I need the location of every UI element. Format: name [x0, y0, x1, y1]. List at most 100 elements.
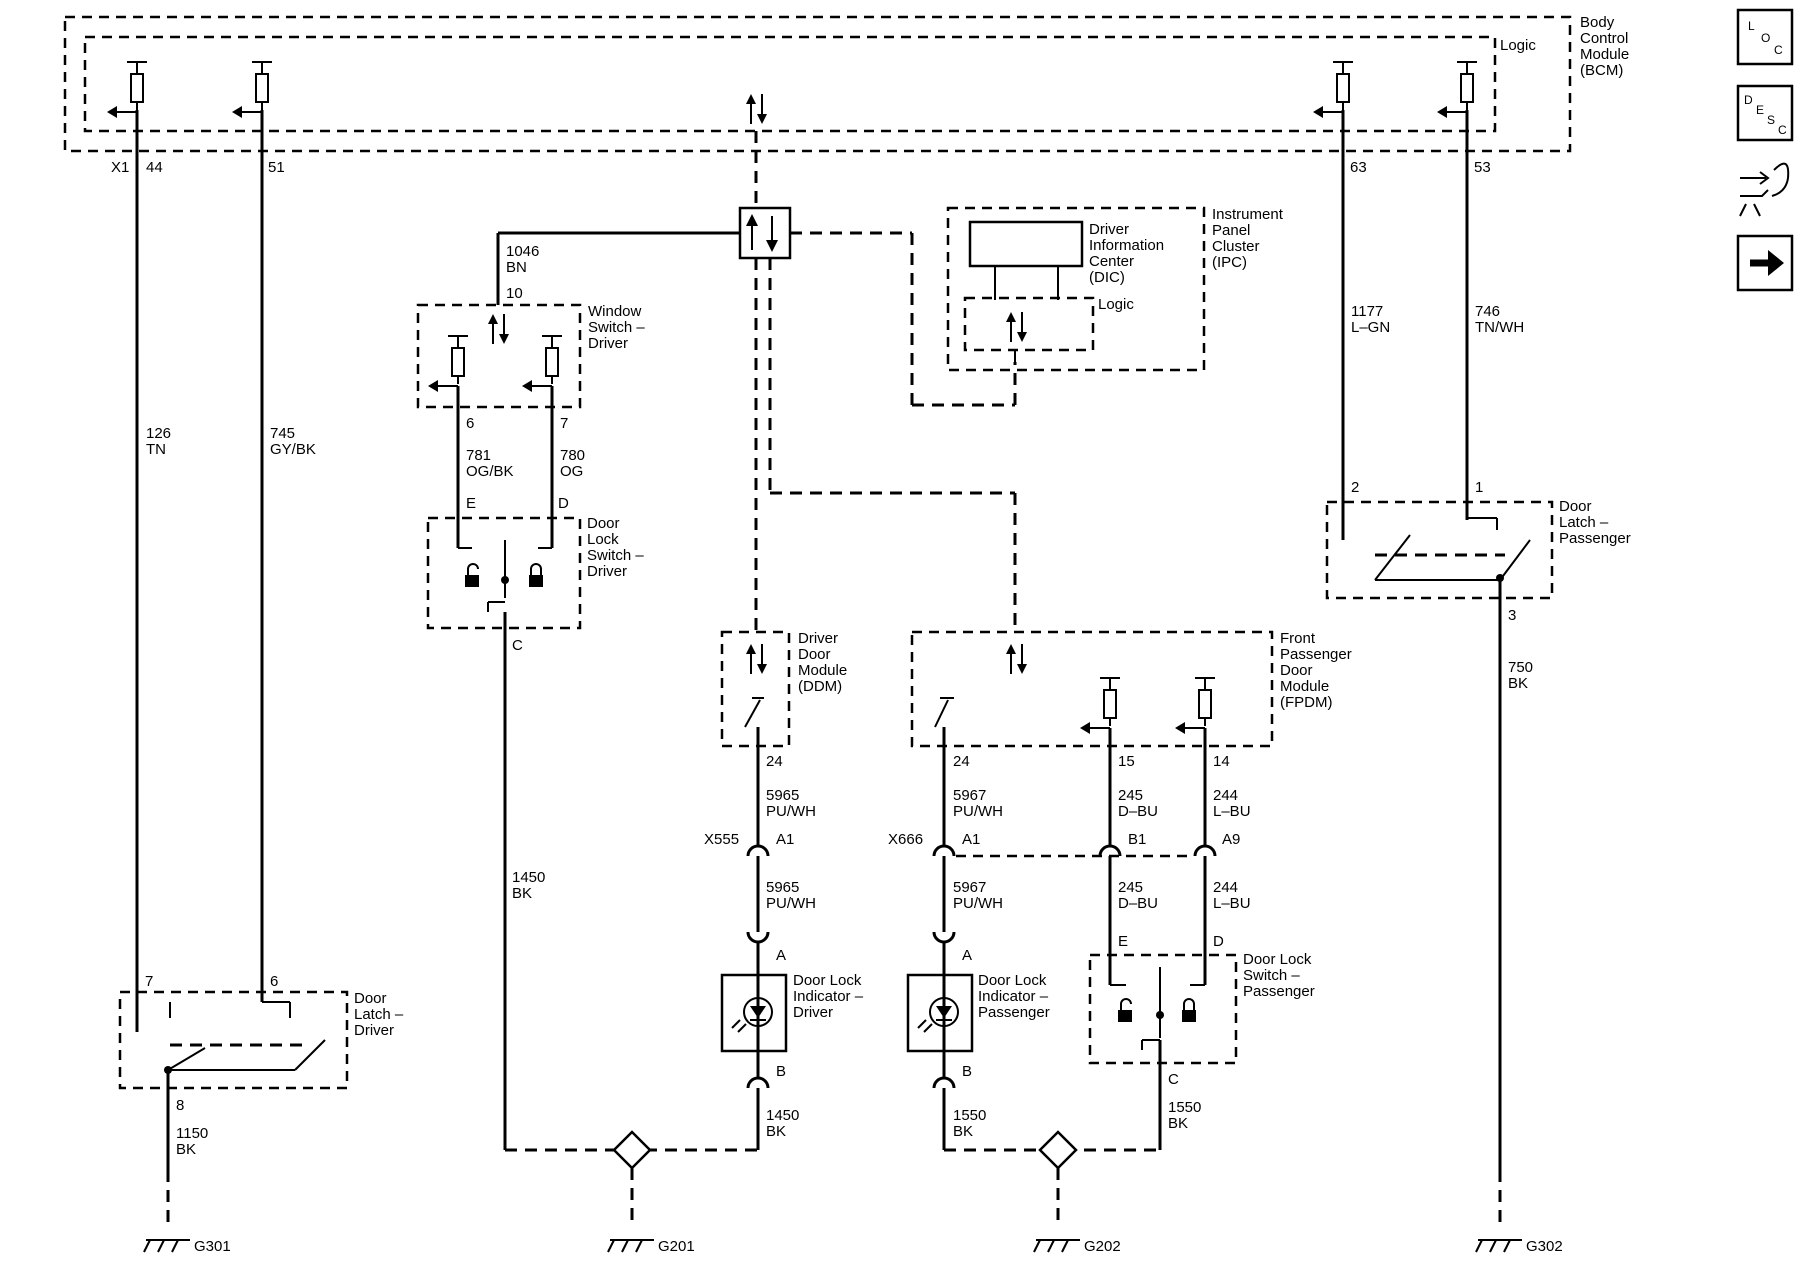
ground-g202: G202 [1033, 1238, 1121, 1255]
arrow-right-icon [1768, 250, 1784, 276]
pin-dlp-1: 1 [1475, 479, 1483, 496]
pin-dlsp-e: E [1118, 933, 1128, 950]
ws-resistor-7 [522, 335, 562, 392]
ipc-logic-label: Logic [1098, 296, 1134, 313]
door-lock-switch-passenger-label: Door Lock Switch – Passenger [1243, 951, 1316, 1000]
unlock-icon [465, 575, 479, 587]
splice-pack-icon [738, 206, 792, 260]
pin-ws-6: 6 [466, 415, 474, 432]
door-latch-driver-label: Door Latch – Driver [354, 990, 407, 1039]
fpdm-resistor-15 [1080, 677, 1120, 734]
svg-text:D: D [1744, 93, 1753, 107]
connector-x666-label: X666 [888, 831, 923, 848]
bcm-label: Body Control Module (BCM) [1580, 14, 1633, 79]
serial-data-bus [754, 131, 1017, 632]
pin-dlp-2: 2 [1351, 479, 1359, 496]
bcm-resistor-63 [1313, 61, 1353, 118]
svg-text:E: E [1756, 103, 1764, 117]
pin-dls-d: D [558, 495, 569, 512]
bcm-resistor-53 [1437, 61, 1477, 118]
pin-x666-b1: B1 [1128, 831, 1146, 848]
pin-ind-d-b: B [776, 1063, 786, 1080]
ddm-label: Driver Door Module (DDM) [798, 630, 851, 695]
pin-dld-8: 8 [176, 1097, 184, 1114]
connector-x1-label: X1 [111, 159, 129, 176]
ipc-label: Instrument Panel Cluster (IPC) [1212, 206, 1287, 271]
pin-dls-e: E [466, 495, 476, 512]
ws-resistor-6 [428, 335, 468, 392]
door-lock-switch-driver-label: Door Lock Switch – Driver [587, 515, 648, 580]
loc-button[interactable]: L O C [1736, 8, 1794, 66]
pin-bcm-51: 51 [268, 159, 285, 176]
connector-x666-b1 [1098, 844, 1122, 857]
lock-icon [1182, 1010, 1196, 1022]
dic-label: Driver Information Center (DIC) [1089, 221, 1168, 286]
door-latch-driver: Door Latch – Driver [118, 990, 407, 1090]
svg-text:L: L [1748, 19, 1755, 33]
bcm-resistor-44 [107, 61, 147, 118]
led-icon [743, 997, 773, 1027]
door-lock-switch-passenger: Door Lock Switch – Passenger [1088, 951, 1316, 1065]
pin-ddm-24: 24 [766, 753, 783, 770]
pin-dls-c: C [512, 637, 523, 654]
unlock-icon [1118, 1010, 1132, 1022]
svg-text:C: C [1778, 123, 1787, 137]
ground-g301: G301 [143, 1238, 231, 1255]
connector-x555-a1 [746, 844, 770, 857]
front-passenger-door-module: Front Passenger Door Module (FPDM) [910, 630, 1356, 748]
window-switch-driver: Window Switch – Driver [416, 303, 645, 409]
door-lock-indicator-passenger: Door Lock Indicator – Passenger [906, 942, 1050, 1078]
pin-bcm-63: 63 [1350, 159, 1367, 176]
pin-ind-d-a: A [776, 947, 786, 964]
ground-g302: G302 [1475, 1238, 1563, 1255]
pin-x555-a1: A1 [776, 831, 794, 848]
svg-text:S: S [1767, 113, 1775, 127]
fpdm-label: Front Passenger Door Module (FPDM) [1280, 630, 1356, 711]
instrument-panel-cluster: Driver Information Center (DIC) Logic In… [946, 206, 1287, 372]
bcm-module: Body Control Module (BCM) Logic [63, 14, 1633, 153]
next-button[interactable] [1736, 234, 1794, 292]
pin-bcm-53: 53 [1474, 159, 1491, 176]
connector-x666-a1 [932, 844, 956, 857]
svg-text:C: C [1774, 43, 1783, 57]
bcm-data-arrows-icon [746, 94, 767, 124]
connector-ind-p-a [932, 931, 956, 944]
ground-g301-label: G301 [194, 1238, 231, 1255]
led-icon [929, 997, 959, 1027]
svg-text:O: O [1761, 31, 1770, 45]
pin-ind-p-b: B [962, 1063, 972, 1080]
connector-tool-icon[interactable] [1739, 162, 1790, 217]
door-lock-indicator-driver: Door Lock Indicator – Driver [720, 942, 864, 1078]
pin-ws-7: 7 [560, 415, 568, 432]
ground-g201-label: G201 [658, 1238, 695, 1255]
connector-x666-a9 [1193, 844, 1217, 857]
pin-ws-10: 10 [506, 285, 523, 302]
door-latch-passenger: Door Latch – Passenger [1325, 498, 1631, 600]
pin-dlp-3: 3 [1508, 607, 1516, 624]
pin-fpdm-24: 24 [953, 753, 970, 770]
door-latch-passenger-label: Door Latch – Passenger [1559, 498, 1631, 547]
door-lock-switch-driver: Door Lock Switch – Driver [426, 515, 648, 630]
desc-button[interactable]: D E S C [1736, 84, 1794, 142]
pin-dld-6: 6 [270, 973, 278, 990]
ground-g302-label: G302 [1526, 1238, 1563, 1255]
pin-x666-a9: A9 [1222, 831, 1240, 848]
dic-display [968, 220, 1084, 268]
ground-g201: G201 [607, 1238, 695, 1255]
